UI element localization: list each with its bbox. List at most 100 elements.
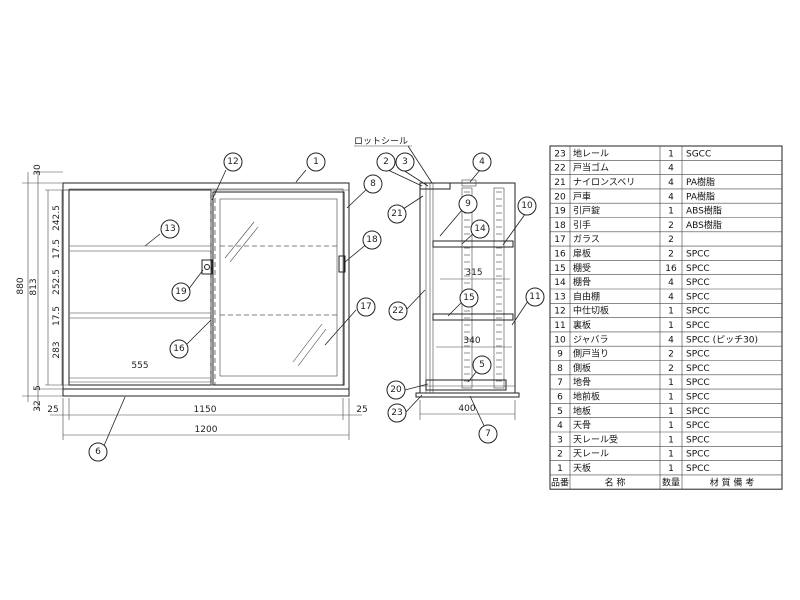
table-header-cell: 名 称: [605, 476, 626, 488]
door-handle: [338, 255, 346, 273]
part-name: 側戸当り: [573, 348, 609, 360]
svg-text:21: 21: [391, 209, 402, 219]
callout-16: 16: [169, 339, 189, 359]
part-qty: 4: [668, 192, 674, 202]
part-name: 天レール: [573, 450, 609, 460]
part-qty: 1: [668, 392, 674, 402]
part-material: SPCC: [686, 264, 710, 274]
part-qty: 1: [668, 464, 674, 474]
dim-side-right: 25: [356, 405, 367, 415]
part-name: 天板: [573, 462, 591, 474]
callout-14: 14: [470, 219, 490, 239]
part-name: 地骨: [573, 376, 591, 388]
part-material: SPCC: [686, 364, 710, 374]
dim-shelf-2: 252.5: [52, 269, 62, 295]
part-name: ナイロンスベリ: [573, 177, 635, 188]
part-name: ガラス: [573, 234, 600, 245]
callout-3: 3: [395, 152, 415, 172]
part-qty: 1: [668, 421, 674, 431]
part-qty: 2: [668, 221, 674, 231]
part-material: PA樹脂: [686, 190, 715, 202]
dim-height-total: 880: [16, 277, 26, 294]
part-material: SPCC: [686, 350, 710, 360]
svg-text:5: 5: [479, 360, 485, 370]
part-qty: 2: [668, 364, 674, 374]
part-qty: 4: [668, 278, 674, 288]
part-qty: 4: [668, 292, 674, 302]
door-lock: [201, 259, 213, 275]
cabinet-inner-outline: [68, 188, 344, 386]
part-number: 18: [554, 221, 566, 231]
table-row: 21 ナイロンスベリ 4 PA樹脂: [554, 176, 715, 188]
dim-shelf-gap-2: 17.5: [52, 306, 62, 326]
part-qty: 2: [668, 249, 674, 259]
svg-text:7: 7: [485, 429, 491, 439]
part-material: SPCC: [686, 321, 710, 331]
part-material: SPCC (ピッチ30): [686, 334, 758, 345]
glass-panel: [219, 198, 338, 377]
dim-door-width: 555: [131, 361, 148, 371]
dim-bottom-small: 5: [33, 385, 43, 391]
callout-19: 19: [171, 282, 191, 302]
rot-seal-label: ロットシール: [354, 137, 408, 147]
dim-width-inner: 1150: [194, 405, 217, 415]
callout-10: 10: [517, 196, 537, 216]
part-number: 8: [557, 364, 563, 374]
table-header-cell: 品番: [551, 476, 569, 488]
dim-top: 30: [33, 164, 43, 176]
part-qty: 4: [668, 178, 674, 188]
part-number: 6: [557, 392, 563, 402]
svg-text:11: 11: [529, 292, 540, 302]
dim-depth: 400: [458, 404, 475, 414]
table-header-cell: 数量: [662, 476, 680, 488]
part-number: 21: [554, 178, 565, 188]
part-qty: 16: [665, 264, 677, 274]
svg-text:3: 3: [402, 157, 408, 167]
callout-21: 21: [387, 204, 407, 224]
part-number: 13: [554, 292, 565, 302]
part-material: SGCC: [686, 149, 711, 159]
part-material: SPCC: [686, 435, 710, 445]
part-material: ABS樹脂: [686, 205, 722, 217]
dim-shelf-3: 283: [52, 341, 62, 358]
svg-text:23: 23: [391, 408, 402, 418]
part-number: 17: [554, 235, 565, 245]
part-name: ジャバラ: [573, 334, 609, 345]
part-name: 天骨: [573, 420, 591, 431]
cabinet-body-outline: [62, 182, 350, 390]
part-name: 引手: [573, 219, 591, 231]
part-number: 19: [554, 207, 566, 217]
jabara-rear: [493, 187, 505, 389]
part-name: 側板: [573, 362, 591, 374]
part-material: SPCC: [686, 378, 710, 388]
part-number: 9: [557, 350, 563, 360]
part-material: PA樹脂: [686, 176, 715, 188]
part-qty: 4: [668, 164, 674, 174]
side-shelf-lower: [432, 313, 514, 321]
part-name: 地前板: [573, 390, 600, 402]
part-qty: 1: [668, 307, 674, 317]
part-number: 7: [557, 378, 563, 388]
svg-text:15: 15: [463, 293, 474, 303]
callout-1: 1: [306, 152, 326, 172]
svg-text:2: 2: [383, 157, 389, 167]
part-material: SPCC: [686, 278, 710, 288]
table-row: 8 側板 2 SPCC: [557, 362, 710, 374]
part-material: SPCC: [686, 450, 710, 460]
part-material: SPCC: [686, 292, 710, 302]
svg-text:13: 13: [164, 224, 175, 234]
svg-text:16: 16: [173, 344, 185, 354]
part-qty: 1: [668, 435, 674, 445]
